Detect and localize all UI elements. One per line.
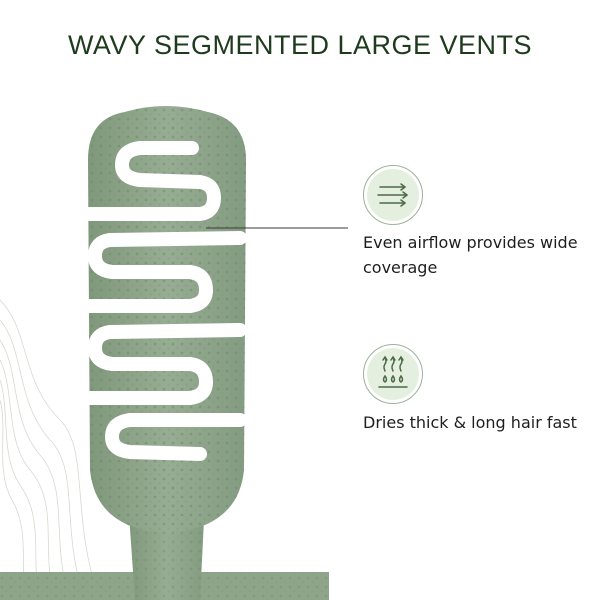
steam-drops-icon [362,343,424,405]
airflow-arrows-icon [362,164,424,226]
wavy-vents [71,141,247,461]
decorative-contour-lines [0,299,101,600]
feature-text-airflow: Even airflow provides wide coverage [363,233,578,277]
page-title: WAVY SEGMENTED LARGE VENTS [67,30,533,60]
feature-text-drying: Dries thick & long hair fast [363,413,577,432]
